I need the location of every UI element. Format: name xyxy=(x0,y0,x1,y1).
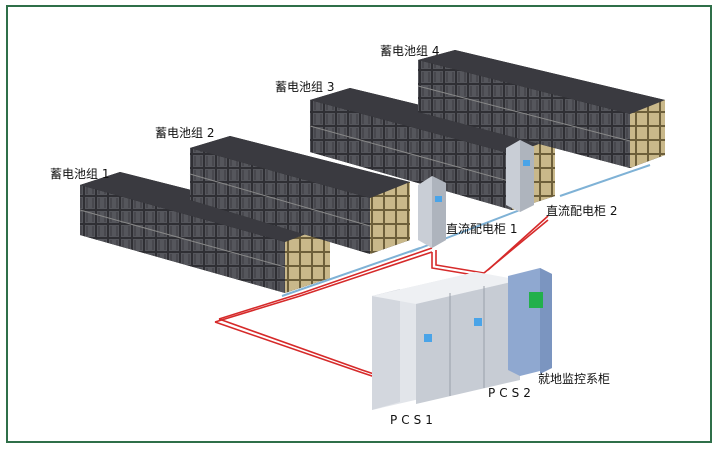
monitor-screen xyxy=(529,292,543,308)
battery-group-4 xyxy=(417,50,665,168)
pcs2-screen xyxy=(474,318,482,326)
pcs-label: PCS1 xyxy=(390,413,437,427)
battery-group-1 xyxy=(79,172,330,293)
pcs-cabinets xyxy=(372,272,520,410)
dc-cabinet-2 xyxy=(506,140,534,212)
battery-group-label: 蓄电池组 3 xyxy=(275,80,335,94)
dc-cabinet-1 xyxy=(418,176,446,248)
monitor-cabinet-label: 就地监控系柜 xyxy=(538,372,611,386)
dc-cabinet-label: 直流配电柜 2 xyxy=(546,204,618,218)
diagram-border xyxy=(6,5,712,443)
battery-group-2 xyxy=(189,136,410,254)
pcs-label: PCS2 xyxy=(488,386,535,400)
battery-group-label: 蓄电池组 1 xyxy=(50,167,110,181)
dc-cabinet-label: 直流配电柜 1 xyxy=(446,222,518,236)
pcs1-screen xyxy=(424,334,432,342)
local-monitor-cabinet xyxy=(508,268,552,376)
battery-group-label: 蓄电池组 4 xyxy=(380,44,440,58)
battery-group-label: 蓄电池组 2 xyxy=(155,126,215,140)
battery-group-3 xyxy=(309,88,555,210)
